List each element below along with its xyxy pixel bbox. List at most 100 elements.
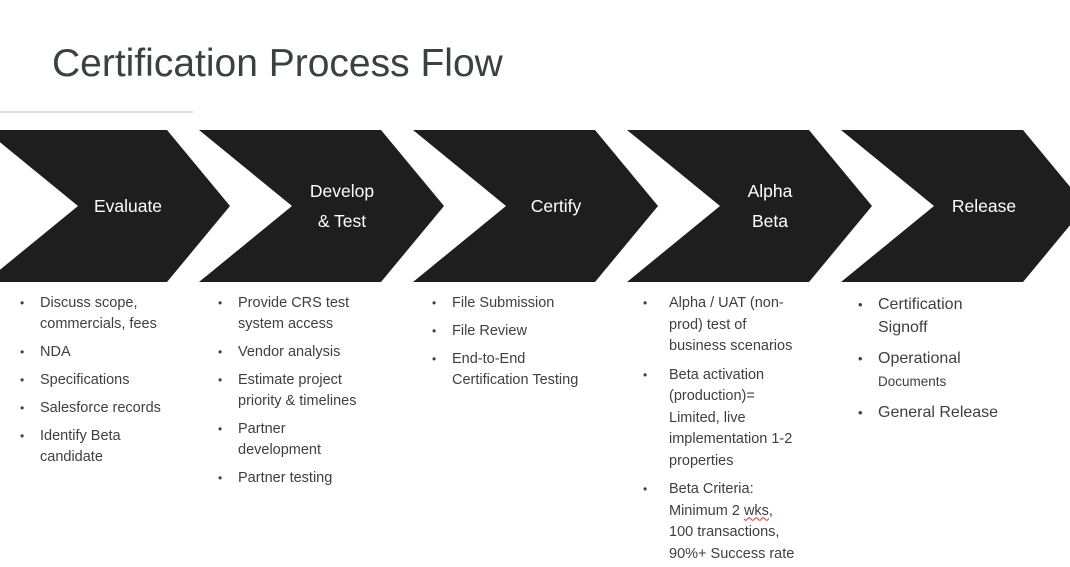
bullet-item: • Provide CRS test system access bbox=[214, 293, 404, 335]
stage-label-develop-test: Develop & Test bbox=[310, 176, 374, 236]
bullet-text: Provide CRS test system access bbox=[238, 293, 404, 335]
stage-bullets-release: • Certification Signoff • Operational Do… bbox=[854, 293, 1034, 432]
bullet-text-line: candidate bbox=[40, 449, 103, 465]
bullet-marker: • bbox=[858, 297, 863, 312]
bullet-list: • Alpha / UAT (non- prod) test of busine… bbox=[639, 293, 829, 565]
bullet-item: • General Release bbox=[854, 401, 1034, 424]
bullet-text: Beta activation (production)= Limited, l… bbox=[669, 365, 829, 473]
bullet-item: • File Review bbox=[428, 321, 618, 342]
bullet-text-line: Beta activation bbox=[669, 366, 765, 383]
bullet-text-line: Discuss scope, bbox=[40, 295, 138, 311]
bullet-text: General Release bbox=[878, 401, 1034, 424]
bullet-text-line: Beta Criteria: bbox=[669, 481, 754, 497]
bullet-text-line: commercials, fees bbox=[40, 316, 157, 332]
bullet-text-line: (production)= bbox=[669, 388, 755, 404]
stage-bullets-alpha-beta: • Alpha / UAT (non- prod) test of busine… bbox=[639, 293, 829, 567]
bullet-text-line: Operational bbox=[878, 350, 961, 367]
bullet-text-line: Documents bbox=[878, 374, 947, 389]
bullet-marker: • bbox=[218, 345, 223, 359]
bullet-item: • End-to-End Certification Testing bbox=[428, 349, 618, 391]
bullet-marker: • bbox=[218, 422, 223, 436]
bullet-text-line: implementation 1-2 bbox=[669, 431, 793, 447]
process-arrow-release: Release bbox=[841, 130, 1070, 282]
stage-label-line: Develop bbox=[309, 181, 375, 201]
stage-label-line: Release bbox=[951, 196, 1017, 216]
bullet-text-line: Limited, live bbox=[669, 409, 746, 426]
bullet-marker: • bbox=[218, 471, 223, 485]
stage-label-line: Beta bbox=[751, 211, 788, 231]
bullet-item: • Identify Beta candidate bbox=[16, 426, 206, 468]
bullet-text-line: Alpha / UAT (non- bbox=[669, 295, 784, 311]
stage-label-release: Release bbox=[952, 191, 1016, 221]
bullet-marker: • bbox=[20, 296, 25, 310]
bullet-text-line: Specifications bbox=[40, 372, 130, 388]
bullet-item: • Vendor analysis bbox=[214, 342, 404, 363]
bullet-marker: • bbox=[218, 296, 223, 310]
misspelled-word: wks bbox=[743, 502, 769, 519]
bullet-list: • Discuss scope, commercials, fees • NDA… bbox=[16, 293, 206, 468]
stage-label-line: & Test bbox=[317, 211, 367, 231]
bullet-text-line: system access bbox=[238, 316, 334, 332]
bullet-marker: • bbox=[858, 351, 863, 366]
bullet-text-segment: Minimum 2 bbox=[669, 502, 744, 519]
bullet-marker: • bbox=[432, 296, 437, 310]
bullet-item: • Salesforce records bbox=[16, 398, 206, 419]
bullet-item: • Partner development bbox=[214, 419, 404, 461]
bullet-text: File Review bbox=[452, 321, 618, 342]
bullet-text-line: Identify Beta bbox=[40, 428, 121, 444]
bullet-text-line: NDA bbox=[40, 344, 71, 360]
stage-bullets-evaluate: • Discuss scope, commercials, fees • NDA… bbox=[16, 293, 206, 475]
bullet-text-line: Signoff bbox=[878, 319, 928, 336]
bullet-item: • Discuss scope, commercials, fees bbox=[16, 293, 206, 335]
bullet-item: • Alpha / UAT (non- prod) test of busine… bbox=[639, 293, 829, 358]
bullet-list: • Provide CRS test system access • Vendo… bbox=[214, 293, 404, 489]
bullet-text-line: development bbox=[238, 442, 322, 458]
bullet-text: End-to-End Certification Testing bbox=[452, 349, 618, 391]
bullet-text-line: properties bbox=[669, 452, 734, 469]
bullet-text-line: File Review bbox=[452, 323, 527, 339]
bullet-text: Operational Documents bbox=[878, 347, 1034, 393]
bullet-text: Identify Beta candidate bbox=[40, 426, 206, 468]
bullet-text: Certification Signoff bbox=[878, 293, 1034, 339]
stage-label-certify: Certify bbox=[531, 191, 582, 221]
bullet-marker: • bbox=[643, 296, 648, 310]
bullet-text-line: priority & timelines bbox=[238, 393, 357, 409]
bullet-marker: • bbox=[20, 373, 25, 387]
stage-bullets-certify: • File Submission • File Review • End-to… bbox=[428, 293, 618, 398]
bullet-text: Partner development bbox=[238, 419, 404, 461]
bullet-marker: • bbox=[432, 324, 437, 338]
bullet-text-line: business scenarios bbox=[669, 338, 793, 354]
bullet-text: Partner testing bbox=[238, 468, 404, 489]
bullet-text-line: End-to-End bbox=[452, 351, 526, 367]
process-arrow-alpha-beta: Alpha Beta bbox=[627, 130, 872, 282]
bullet-text-line: Provide CRS test bbox=[238, 295, 350, 311]
bullet-text-line: Partner bbox=[238, 421, 286, 437]
bullet-text-line: Estimate project bbox=[238, 372, 342, 388]
bullet-text: NDA bbox=[40, 342, 206, 363]
bullet-text-line: prod) test of bbox=[669, 316, 747, 333]
bullet-item: • File Submission bbox=[428, 293, 618, 314]
bullet-item: • NDA bbox=[16, 342, 206, 363]
bullet-text-line: File Submission bbox=[452, 295, 555, 311]
bullet-text-line: Partner testing bbox=[238, 470, 333, 486]
bullet-item: • Specifications bbox=[16, 370, 206, 391]
bullet-text-line: Certification bbox=[878, 296, 963, 313]
bullet-text: Vendor analysis bbox=[238, 342, 404, 363]
bullet-text-line: 90%+ Success rate bbox=[669, 545, 795, 562]
bullet-list: • Certification Signoff • Operational Do… bbox=[854, 293, 1034, 424]
bullet-marker: • bbox=[218, 373, 223, 387]
bullet-marker: • bbox=[20, 429, 25, 443]
stage-label-line: Certify bbox=[530, 196, 582, 216]
bullet-text: Specifications bbox=[40, 370, 206, 391]
bullet-marker: • bbox=[20, 401, 25, 415]
bullet-text: Estimate project priority & timelines bbox=[238, 370, 404, 412]
bullet-item: • Estimate project priority & timelines bbox=[214, 370, 404, 412]
bullet-item: • Partner testing bbox=[214, 468, 404, 489]
bullet-item: • Certification Signoff bbox=[854, 293, 1034, 339]
bullet-marker: • bbox=[643, 367, 648, 382]
bullet-text: File Submission bbox=[452, 293, 618, 314]
bullet-marker: • bbox=[858, 405, 863, 420]
bullet-text: Discuss scope, commercials, fees bbox=[40, 293, 206, 335]
bullet-text-line: 100 transactions, bbox=[669, 524, 780, 540]
